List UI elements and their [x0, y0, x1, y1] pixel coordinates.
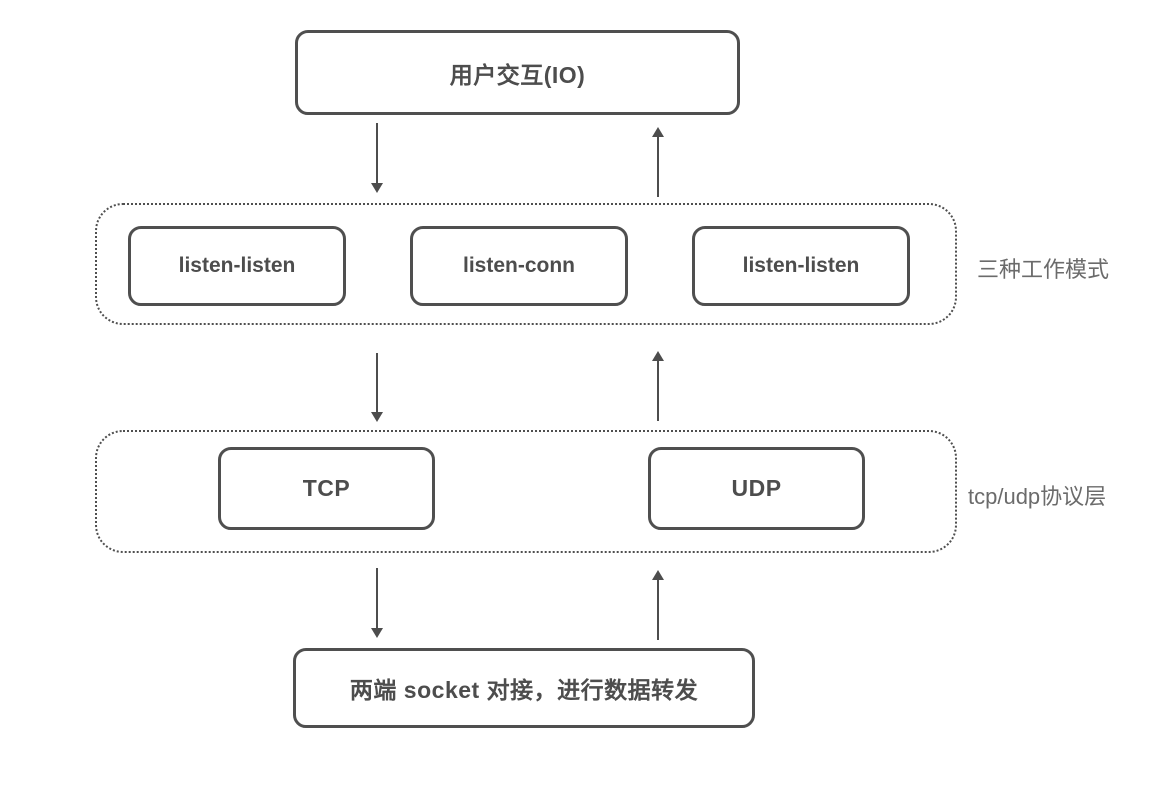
arrow-shaft [376, 568, 378, 629]
node-listen-conn-label: listen-conn [462, 254, 575, 277]
arrow-up-modes-to-io [652, 127, 664, 197]
arrow-head-down-icon [371, 628, 383, 638]
node-listen-listen-2-label: listen-listen [742, 254, 860, 277]
node-listen-listen-1-label: listen-listen [178, 254, 296, 277]
arrow-down-protocol-to-socket [371, 568, 383, 638]
protocol-group-label: tcp/udp协议层 [968, 484, 1107, 509]
node-udp: UDP [648, 447, 865, 530]
arrow-shaft [657, 360, 659, 421]
arrow-head-up-icon [652, 127, 664, 137]
node-user-io: 用户交互(IO) [295, 30, 740, 115]
arrow-head-up-icon [652, 351, 664, 361]
node-socket-relay-label: 两端 socket 对接，进行数据转发 [349, 677, 699, 703]
node-tcp-label: TCP [302, 475, 351, 501]
modes-group-label: 三种工作模式 [977, 257, 1110, 282]
protocol-group-container [95, 430, 957, 553]
node-listen-conn: listen-conn [410, 226, 628, 306]
arrow-head-up-icon [652, 570, 664, 580]
arrow-shaft [376, 353, 378, 413]
node-listen-listen-2: listen-listen [692, 226, 910, 306]
arrow-down-modes-to-protocol [371, 353, 383, 422]
arrow-shaft [376, 123, 378, 184]
arrow-up-socket-to-protocol [652, 570, 664, 640]
modes-group-container [95, 203, 957, 325]
arrow-head-down-icon [371, 183, 383, 193]
node-socket-relay: 两端 socket 对接，进行数据转发 [293, 648, 755, 728]
node-user-io-label: 用户交互(IO) [449, 61, 586, 88]
node-listen-listen-1: listen-listen [128, 226, 346, 306]
node-udp-label: UDP [731, 475, 782, 501]
arrow-head-down-icon [371, 412, 383, 422]
arrow-up-protocol-to-modes [652, 351, 664, 421]
arrow-shaft [657, 136, 659, 197]
arrow-shaft [657, 579, 659, 640]
arrow-down-io-to-modes [371, 123, 383, 193]
node-tcp: TCP [218, 447, 435, 530]
